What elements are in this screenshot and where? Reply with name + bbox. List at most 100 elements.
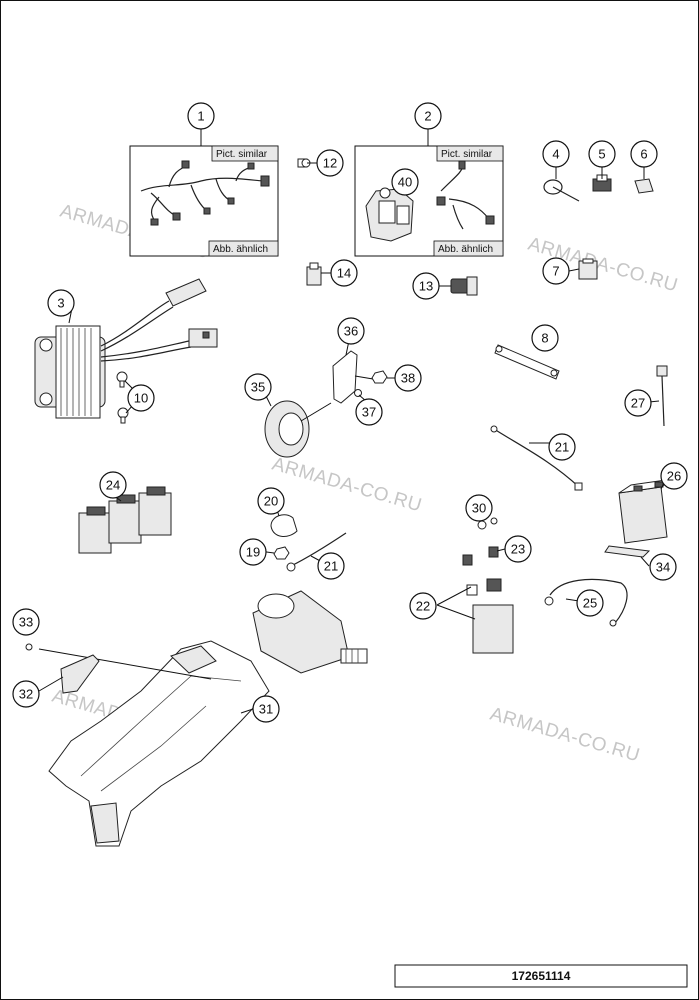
svg-text:19: 19 <box>246 545 260 560</box>
callout-14: 14 <box>330 259 358 287</box>
svg-text:1: 1 <box>197 109 204 124</box>
callout-35: 35 <box>244 373 272 401</box>
callout-1: 1 <box>187 102 215 130</box>
watermarks: ARMADA-CO.RU ARMADA-CO.RU ARMADA-CO.RU A… <box>50 201 681 767</box>
callout-20: 20 <box>257 487 285 515</box>
harness-box-2: Pict. similar Abb. ähnlich <box>354 145 504 257</box>
svg-text:7: 7 <box>552 264 559 279</box>
abb-aehnlich-label: Abb. ähnlich <box>438 244 493 255</box>
callout-24: 24 <box>99 471 127 499</box>
document-number-frame <box>394 964 688 988</box>
relay-holder-drawing <box>365 160 495 242</box>
svg-text:26: 26 <box>667 469 681 484</box>
svg-text:21: 21 <box>555 440 569 455</box>
callout-21-upper: 21 <box>548 433 576 461</box>
document-number-box: 172651114 <box>394 964 688 988</box>
wiring-harness-drawing <box>140 160 270 226</box>
battery-pad-34 <box>604 545 651 558</box>
callout-33: 33 <box>12 608 40 636</box>
screw-10 <box>116 371 129 424</box>
svg-text:4: 4 <box>552 147 559 162</box>
cable-21-lower <box>286 532 347 572</box>
callout-36: 36 <box>337 317 365 345</box>
callout-21-lower: 21 <box>317 552 345 580</box>
screw-30 <box>477 517 498 530</box>
fuse-27 <box>656 365 668 427</box>
svg-text:21: 21 <box>324 559 338 574</box>
label-tab <box>211 145 279 162</box>
callout-32: 32 <box>12 680 40 708</box>
strap-8 <box>494 344 560 380</box>
callout-12: 12 <box>316 149 344 177</box>
svg-text:36: 36 <box>344 324 358 339</box>
label-tab <box>436 145 504 162</box>
svg-text:13: 13 <box>419 279 433 294</box>
callout-27: 27 <box>624 389 652 417</box>
callout-22: 22 <box>409 592 437 620</box>
callout-40: 40 <box>391 168 419 196</box>
battery-26 <box>618 478 674 544</box>
wiring-harness-box: Pict. similar Abb. ähnlich <box>129 145 279 257</box>
svg-text:38: 38 <box>401 371 415 386</box>
ground-cable-21-upper <box>490 425 583 491</box>
voltage-regulator <box>34 278 218 419</box>
svg-text:32: 32 <box>19 687 33 702</box>
washer-37 <box>354 389 362 397</box>
callout-37: 37 <box>355 398 383 426</box>
svg-text:3: 3 <box>57 296 64 311</box>
rear-fender-31 <box>38 640 270 847</box>
callout-2: 2 <box>414 102 442 130</box>
holder-6 <box>634 178 654 194</box>
svg-text:14: 14 <box>337 266 351 281</box>
callout-34: 34 <box>649 553 677 581</box>
callout-25: 25 <box>576 589 604 617</box>
relays-24 <box>78 486 172 554</box>
callout-10: 10 <box>127 384 155 412</box>
nut-19 <box>273 546 290 560</box>
svg-text:37: 37 <box>362 405 376 420</box>
svg-text:5: 5 <box>598 147 605 162</box>
svg-text:33: 33 <box>19 615 33 630</box>
rubber-cap-20 <box>270 514 298 537</box>
svg-text:12: 12 <box>323 156 337 171</box>
starter-relay-22 <box>436 578 514 654</box>
label-tab <box>208 240 279 257</box>
nut-38 <box>371 370 388 384</box>
callout-23: 23 <box>504 535 532 563</box>
watermark-3: ARMADA-CO.RU <box>270 454 425 517</box>
box-frame <box>129 145 279 257</box>
callout-6: 6 <box>630 140 658 168</box>
svg-text:23: 23 <box>511 542 525 557</box>
horn-bracket-36 <box>332 350 374 404</box>
pict-similar-label: Pict. similar <box>216 149 268 160</box>
svg-text:22: 22 <box>416 599 430 614</box>
callout-19: 19 <box>239 538 267 566</box>
label-tab <box>433 240 504 257</box>
svg-text:35: 35 <box>251 380 265 395</box>
callout-31: 31 <box>252 695 280 723</box>
svg-text:8: 8 <box>541 331 548 346</box>
callout-8: 8 <box>531 324 559 352</box>
fuse-23 <box>462 546 499 566</box>
svg-text:34: 34 <box>656 560 670 575</box>
battery-cable-25 <box>544 578 628 627</box>
svg-text:2: 2 <box>424 109 431 124</box>
svg-text:10: 10 <box>134 391 148 406</box>
callout-3: 3 <box>47 289 75 317</box>
callout-5: 5 <box>588 140 616 168</box>
callout-26: 26 <box>660 462 688 490</box>
svg-text:20: 20 <box>264 494 278 509</box>
callout-38: 38 <box>394 364 422 392</box>
callout-4: 4 <box>542 140 570 168</box>
svg-text:30: 30 <box>472 501 486 516</box>
abb-aehnlich-label: Abb. ähnlich <box>213 244 268 255</box>
pict-similar-label: Pict. similar <box>441 149 493 160</box>
starter-motor <box>252 590 368 674</box>
svg-text:27: 27 <box>631 396 645 411</box>
screw-33 <box>25 643 33 651</box>
connector-14 <box>306 262 322 286</box>
document-number: 172651114 <box>512 969 571 983</box>
svg-text:6: 6 <box>640 147 647 162</box>
